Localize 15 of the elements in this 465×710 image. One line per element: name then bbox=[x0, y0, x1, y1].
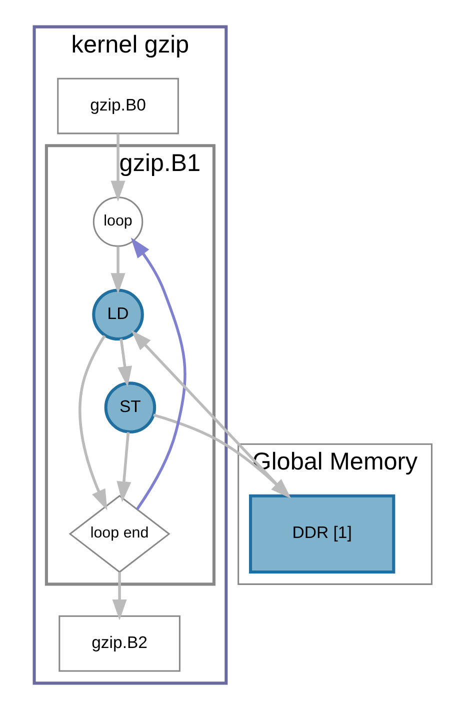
node-circle: LD bbox=[92, 288, 144, 341]
arrow bbox=[130, 237, 186, 510]
node-box: gzip.B0 bbox=[56, 78, 178, 134]
arrow bbox=[116, 432, 131, 502]
node-circle: ST bbox=[104, 382, 156, 434]
arrow bbox=[112, 572, 126, 620]
node-circle: loop bbox=[92, 196, 143, 247]
node-box: DDR [1] bbox=[248, 494, 395, 574]
node-diamond: loop end bbox=[68, 494, 170, 573]
arrow bbox=[110, 246, 125, 294]
arrow bbox=[78, 334, 107, 510]
arrow bbox=[130, 330, 288, 497]
arrow bbox=[117, 338, 132, 388]
arrow bbox=[110, 134, 125, 202]
node-box: gzip.B2 bbox=[58, 615, 180, 672]
